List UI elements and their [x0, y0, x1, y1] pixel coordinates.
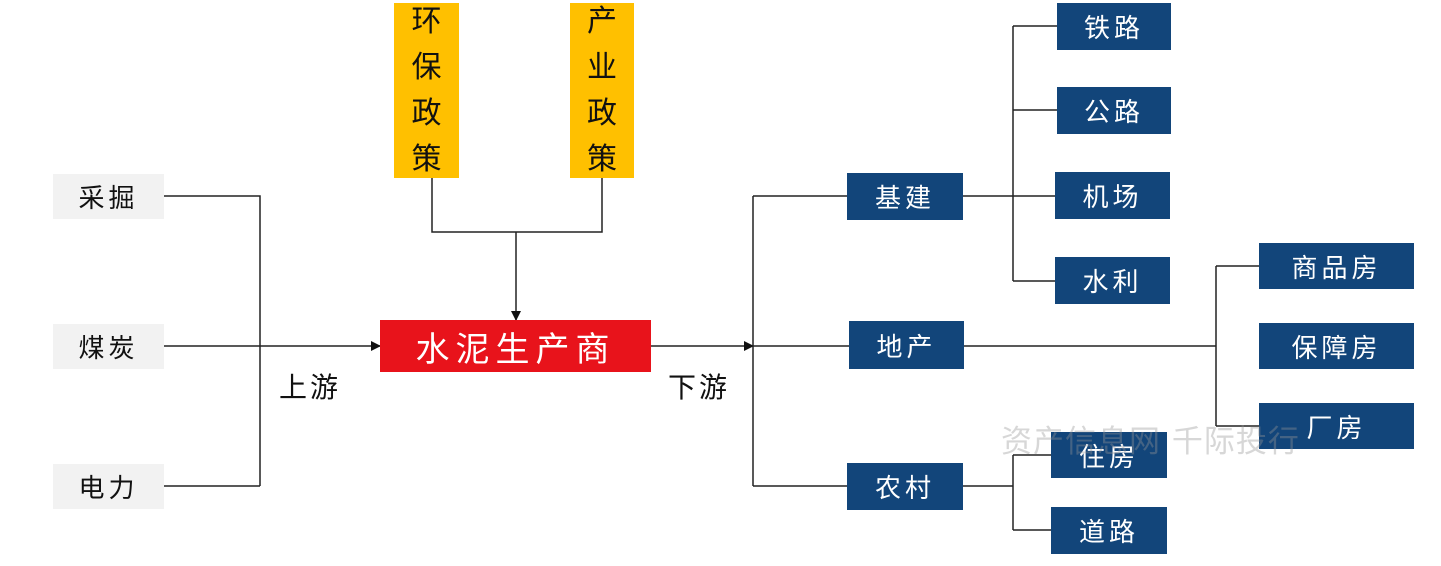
policy-huanbao-char: 策	[411, 141, 442, 177]
line-caijue	[164, 195, 261, 486]
downstream-label: 下游	[668, 371, 731, 404]
leaf-gonglu: 公路	[1057, 87, 1171, 134]
sector-dichan: 地产	[849, 321, 964, 369]
leaf-tielu: 铁路	[1057, 3, 1171, 50]
policy-chanye: 产 业 政 策	[570, 3, 634, 178]
leaf-jichang: 机场	[1055, 172, 1170, 219]
leaf-shangpinfang: 商品房	[1259, 243, 1414, 289]
policy-huanbao-char: 环	[411, 3, 442, 39]
upstream-label: 上游	[279, 371, 342, 404]
policy-chanye-char: 政	[587, 95, 617, 131]
line-policies	[431, 178, 603, 233]
leaf-baozhangfang: 保障房	[1259, 323, 1414, 369]
input-meitan: 煤炭	[53, 324, 164, 369]
sector-jijian: 基建	[847, 173, 963, 220]
policy-chanye-char: 产	[587, 3, 617, 39]
policy-chanye-char: 策	[587, 141, 617, 177]
policy-chanye-char: 业	[587, 49, 617, 85]
input-dianli: 电力	[53, 464, 164, 509]
policy-huanbao-char: 保	[411, 49, 442, 85]
watermark-text: 资产信息网 千际投行	[1001, 424, 1300, 460]
leaf-daolu: 道路	[1051, 507, 1167, 554]
leaf-shuili: 水利	[1055, 257, 1170, 304]
center-cement-producer: 水泥生产商	[380, 320, 651, 372]
input-caijue: 采掘	[53, 174, 164, 219]
sector-nongcun: 农村	[847, 463, 963, 510]
policy-huanbao-char: 政	[411, 95, 442, 131]
policy-huanbao: 环 保 政 策	[394, 3, 459, 178]
leaf-zhufang: 住房	[1051, 432, 1167, 478]
leaf-changfang: 厂房	[1259, 403, 1414, 449]
